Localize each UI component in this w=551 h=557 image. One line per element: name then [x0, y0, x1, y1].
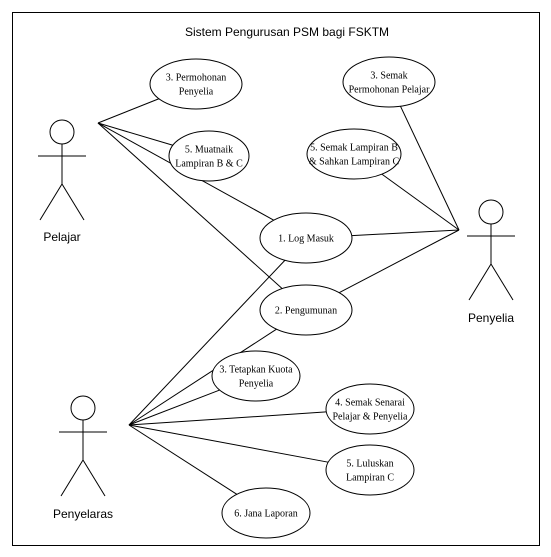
uc-permohonan-penyelia-label-line: 3. Permohonan — [166, 73, 227, 84]
uc-tetapkan-kuota-label-line: 3. Tetapkan Kuota — [219, 365, 293, 376]
association-penyelaras-uc-semak-senarai — [128, 411, 327, 426]
association-penyelia-uc-semak-permohonan — [400, 105, 460, 231]
uc-pengumunan[interactable]: 2. Pengumunan — [259, 284, 353, 336]
uc-semak-senarai-label-line: 4. Semak Senarai — [335, 398, 405, 409]
association-pelajar-uc-permohonan-penyelia — [97, 98, 160, 124]
association-penyelaras-uc-log-masuk — [128, 259, 286, 426]
association-penyelaras-uc-pengumunan — [128, 328, 277, 426]
uc-pengumunan-label-line: 2. Pengumunan — [275, 306, 337, 317]
uc-muatnaik-lampiran-label-line: Lampiran B & C — [175, 159, 243, 170]
association-pelajar-uc-muatnaik-lampiran — [97, 122, 174, 146]
uc-luluskan-lampiran-label-line: 5. Luluskan — [346, 459, 393, 470]
uc-muatnaik-lampiran-ellipse — [168, 130, 250, 182]
uc-tetapkan-kuota-ellipse — [211, 350, 301, 402]
association-pelajar-uc-pengumunan — [97, 122, 283, 289]
uc-muatnaik-lampiran-label-line: 5. Muatnaik — [185, 145, 233, 156]
actor-left-leg — [468, 263, 492, 301]
uc-semak-senarai-ellipse — [325, 383, 415, 435]
uc-semak-permohonan-label-line: Permohonan Pelajar — [349, 85, 430, 96]
uc-semak-senarai-label-line: Pelajar & Penyelia — [333, 412, 409, 423]
actor-penyelaras[interactable]: Penyelaras — [53, 395, 113, 521]
uc-semak-permohonan-label-line: 3. Semak — [370, 71, 407, 82]
actor-left-leg — [39, 183, 63, 221]
uc-semak-lampiran-label-line: 5. Semak Lampiran B — [310, 143, 398, 154]
actor-label-penyelia: Penyelia — [468, 311, 514, 325]
uc-pengumunan-ellipse — [259, 284, 353, 336]
uc-tetapkan-kuota-label-line: Penyelia — [239, 379, 274, 390]
actor-right-leg — [490, 263, 514, 301]
uc-semak-lampiran-label-line: & Sahkan Lampiran C — [309, 157, 400, 168]
association-penyelaras-uc-jana-laporan — [128, 424, 238, 495]
association-penyelaras-uc-luluskan-lampiran — [128, 424, 329, 463]
uc-semak-permohonan-ellipse — [342, 56, 436, 108]
diagram-title: Sistem Pengurusan PSM bagi FSKTM — [185, 25, 389, 39]
uc-luluskan-lampiran-ellipse — [325, 444, 415, 496]
uc-jana-laporan-label-line: 6. Jana Laporan — [234, 509, 298, 520]
association-penyelia-uc-semak-lampiran — [381, 173, 460, 231]
uc-luluskan-lampiran-label-line: Lampiran C — [346, 473, 394, 484]
actor-right-leg — [82, 459, 106, 497]
actor-right-leg — [61, 183, 85, 221]
uc-log-masuk-ellipse — [259, 212, 353, 264]
uc-permohonan-penyelia-ellipse — [149, 58, 243, 110]
uc-log-masuk-label-line: 1. Log Masuk — [278, 234, 334, 245]
uc-log-masuk[interactable]: 1. Log Masuk — [259, 212, 353, 264]
association-penyelia-uc-log-masuk — [351, 229, 460, 237]
uc-semak-lampiran[interactable]: 5. Semak Lampiran B & Sahkan Lampiran C — [306, 128, 402, 180]
associations — [97, 98, 460, 495]
uc-jana-laporan[interactable]: 6. Jana Laporan — [221, 487, 311, 539]
actor-label-penyelaras: Penyelaras — [53, 507, 113, 521]
actor-penyelia[interactable]: Penyelia — [467, 199, 515, 325]
actor-left-leg — [60, 459, 84, 497]
association-penyelia-uc-pengumunan — [338, 229, 460, 294]
uc-jana-laporan-ellipse — [221, 487, 311, 539]
diagram-frame — [12, 12, 540, 546]
actor-pelajar[interactable]: Pelajar — [38, 119, 86, 244]
uc-semak-lampiran-ellipse — [306, 128, 402, 180]
actor-label-pelajar: Pelajar — [43, 230, 80, 244]
uc-permohonan-penyelia-label-line: Penyelia — [179, 87, 214, 98]
association-penyelaras-uc-tetapkan-kuota — [128, 389, 220, 426]
